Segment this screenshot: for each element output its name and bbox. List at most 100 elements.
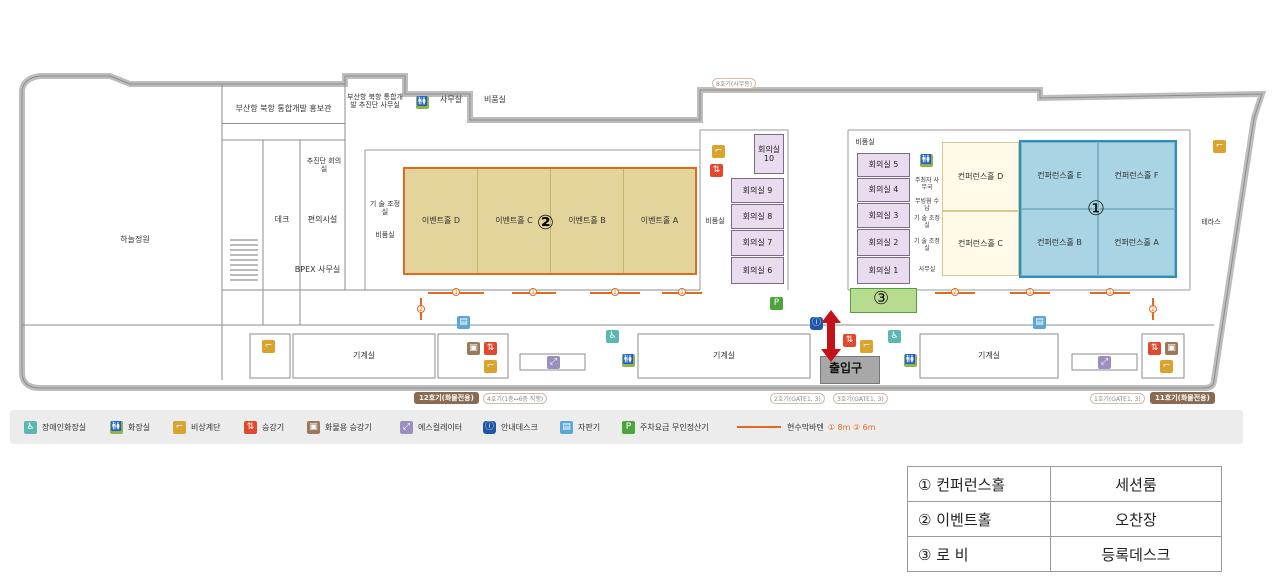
partition-marker: 2 bbox=[1149, 305, 1157, 313]
legend-label: 자판기 bbox=[578, 422, 601, 432]
legend-label: 화장실 bbox=[128, 422, 151, 432]
legend-bar: ♿ 장애인화장실 🚻 화장실 ⌐ 비상계단 ⇅ 승강기 ▣ 화물용 승강기 ⤢ … bbox=[10, 410, 1243, 444]
table-cell-label: ③ 로 비 bbox=[907, 536, 1051, 572]
meeting-room-7[interactable]: 회의실 7 bbox=[731, 230, 784, 256]
event-hall-b[interactable]: 이벤트홀 B bbox=[551, 169, 624, 273]
legend-label: 주차요금 무인정산기 bbox=[640, 422, 709, 432]
legend-label: 안내데스크 bbox=[501, 422, 538, 432]
partition-marker: 1 bbox=[678, 288, 686, 296]
room-tech-right-1[interactable]: 기 술 조정실 bbox=[914, 215, 940, 229]
toilet-icon: 🚻 bbox=[920, 154, 933, 167]
meeting-room-10[interactable]: 회의실 10 bbox=[754, 134, 784, 174]
room-storage-top[interactable]: 비품실 bbox=[483, 95, 507, 105]
gate-label-1: 1호기(GATE1, 3) bbox=[1090, 393, 1145, 404]
partition-marker: 1 bbox=[611, 288, 619, 296]
machine-room-3[interactable]: 기계실 bbox=[977, 351, 1001, 361]
conference-hall-a[interactable]: 컨퍼런스홀 A bbox=[1098, 209, 1175, 276]
event-hall-c[interactable]: 이벤트홀 C bbox=[478, 169, 551, 273]
marker-event: ② bbox=[537, 210, 554, 234]
conference-highlight bbox=[1019, 140, 1177, 278]
machine-room-2[interactable]: 기계실 bbox=[712, 351, 736, 361]
stairs-icon: ⌐ bbox=[1160, 360, 1173, 373]
room-storage-left[interactable]: 비품실 bbox=[375, 230, 395, 239]
room-storage-mid[interactable]: 비품실 bbox=[705, 216, 725, 225]
event-hall-a[interactable]: 이벤트홀 A bbox=[640, 216, 679, 226]
conference-hall-d[interactable]: 컨퍼런스홀 D bbox=[942, 142, 1019, 211]
table-cell-label: ① 컨퍼런스홀 bbox=[907, 466, 1051, 502]
meeting-room-9[interactable]: 회의실 9 bbox=[731, 178, 784, 203]
meeting-room-2[interactable]: 회의실 2 bbox=[857, 229, 910, 256]
gate-label-3: 3호기(GATE1, 3) bbox=[833, 393, 888, 404]
legend-partition-spec: ① 8m ② 6m bbox=[827, 422, 876, 432]
room-tech-right-2[interactable]: 기 술 조정실 bbox=[914, 238, 940, 252]
venue-usage-table: ① 컨퍼런스홀 세션룸 ② 이벤트홀 오찬장 ③ 로 비 등록데스크 bbox=[907, 466, 1222, 572]
partition-marker: 1 bbox=[452, 288, 460, 296]
conference-hall-e[interactable]: 컨퍼런스홀 E bbox=[1021, 142, 1098, 209]
entrance-arrow-icon bbox=[821, 310, 841, 362]
legend-label: 화물용 승강기 bbox=[325, 422, 372, 432]
lobby-area[interactable] bbox=[850, 288, 917, 313]
room-tech-left[interactable]: 기 술 조정실 bbox=[369, 199, 401, 216]
event-hall-d[interactable]: 이벤트홀 D bbox=[405, 169, 478, 273]
escalator-icon: ⤢ bbox=[400, 420, 413, 434]
toilet-icon: 🚻 bbox=[416, 96, 429, 109]
freight-tag-12: 12호기(화물전용) bbox=[414, 392, 479, 404]
room-convenience[interactable]: 편의시설 bbox=[307, 215, 338, 225]
legend-parking-pay: P 주차요금 무인정산기 bbox=[622, 410, 709, 444]
partition-marker: 1 bbox=[529, 288, 537, 296]
room-deck[interactable]: 데크 bbox=[274, 215, 290, 225]
legend-label: 장애인화장실 bbox=[42, 422, 87, 432]
vending-machine-icon: ▤ bbox=[560, 420, 573, 434]
escalator-icon: ⤢ bbox=[1098, 356, 1111, 369]
partition-marker: 1 bbox=[1106, 288, 1114, 296]
stairs-icon: ⌐ bbox=[173, 420, 186, 434]
table-row: ② 이벤트홀 오찬장 bbox=[907, 501, 1222, 537]
room-storage-right[interactable]: 비품실 bbox=[855, 137, 875, 146]
room-bpex-office[interactable]: BPEX 사무실 bbox=[294, 265, 341, 275]
meeting-room-3[interactable]: 회의실 3 bbox=[857, 203, 910, 228]
vending-machine-icon: ▤ bbox=[457, 316, 470, 329]
room-office-top[interactable]: 사무실 bbox=[439, 95, 463, 105]
freight-tag-11: 11호기(화물전용) bbox=[1150, 392, 1215, 404]
meeting-room-1[interactable]: 회의실 1 bbox=[857, 257, 910, 284]
legend-elevator: ⇅ 승강기 bbox=[244, 410, 284, 444]
table-cell-value: 등록데스크 bbox=[1050, 536, 1222, 572]
room-team-meeting[interactable]: 추진단 회의실 bbox=[306, 156, 342, 173]
room-promo-hall[interactable]: 부산항 북항 통합개발 홍보관 bbox=[222, 94, 345, 124]
conference-hall-c[interactable]: 컨퍼런스홀 C bbox=[942, 211, 1019, 276]
parking-pay-icon: P bbox=[770, 297, 783, 310]
table-row: ① 컨퍼런스홀 세션룸 bbox=[907, 466, 1222, 502]
machine-room-1[interactable]: 기계실 bbox=[352, 351, 376, 361]
room-promo-office[interactable]: 부산항 북항 통합개발 추진단 사무실 bbox=[347, 92, 403, 109]
marker-conference: ① bbox=[1087, 196, 1105, 220]
table-cell-label: ② 이벤트홀 bbox=[907, 501, 1051, 537]
room-sky-garden[interactable]: 하늘정원 bbox=[120, 235, 150, 245]
legend-freight-elevator: ▣ 화물용 승강기 bbox=[307, 410, 372, 444]
legend-info-desk: ⓘ 안내데스크 bbox=[483, 410, 538, 444]
freight-elevator-icon: ▣ bbox=[1165, 342, 1178, 355]
stairs-icon: ⌐ bbox=[262, 340, 275, 353]
toilet-icon: 🚻 bbox=[622, 354, 635, 367]
table-cell-value: 오찬장 bbox=[1050, 501, 1222, 537]
room-wireless-desk[interactable]: 무빙웜 수 납 bbox=[915, 198, 939, 212]
elevator-icon: ⇅ bbox=[244, 420, 257, 434]
parking-pay-icon: P bbox=[622, 420, 635, 434]
entrance-box[interactable] bbox=[820, 356, 880, 384]
meeting-room-6[interactable]: 회의실 6 bbox=[731, 257, 784, 284]
wheelchair-icon: ♿ bbox=[606, 330, 619, 343]
elevator-icon: ⇅ bbox=[710, 164, 723, 177]
room-organizer-office[interactable]: 주최자 사무국 bbox=[915, 177, 939, 191]
meeting-room-5[interactable]: 회의실 5 bbox=[857, 153, 910, 177]
meeting-room-8[interactable]: 회의실 8 bbox=[731, 204, 784, 229]
stairs-icon: ⌐ bbox=[712, 145, 725, 158]
elevator-icon: ⇅ bbox=[484, 342, 497, 355]
meeting-room-4[interactable]: 회의실 4 bbox=[857, 178, 910, 202]
conference-hall-f[interactable]: 컨퍼런스홀 F bbox=[1098, 142, 1175, 209]
legend-label: 현수막바텐 bbox=[787, 422, 824, 432]
room-terrace[interactable]: 테라스 bbox=[1201, 217, 1221, 226]
conference-hall-b[interactable]: 컨퍼런스홀 B bbox=[1021, 209, 1098, 276]
legend-emergency-stairs: ⌐ 비상계단 bbox=[173, 410, 220, 444]
room-office-right[interactable]: 사무실 bbox=[918, 265, 936, 273]
toilet-icon: 🚻 bbox=[110, 420, 123, 434]
legend-partition: 현수막바텐 ① 8m ② 6m bbox=[737, 410, 876, 444]
